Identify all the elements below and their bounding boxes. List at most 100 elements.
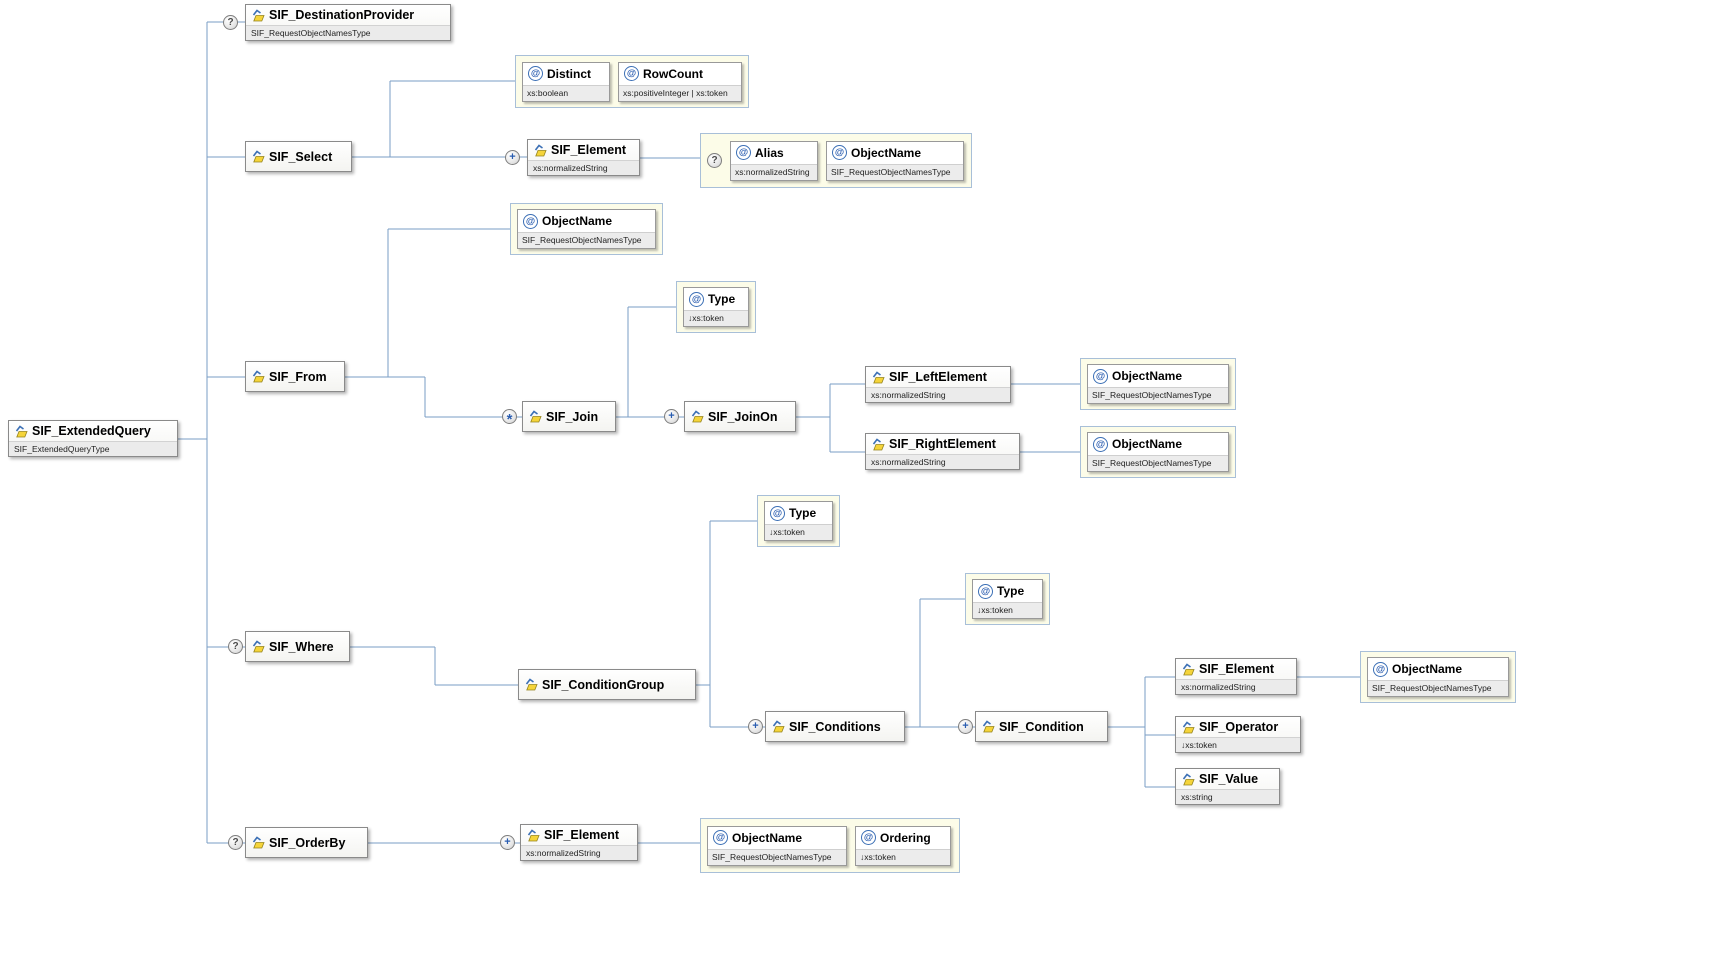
attribute-header: @ RowCount xyxy=(619,63,741,85)
attribute-header: @ Ordering xyxy=(856,827,950,849)
attribute-group-orderby-element: @ ObjectName SIF_RequestObjectNamesType … xyxy=(700,818,960,873)
attribute-name: Alias xyxy=(755,145,784,160)
attribute-type: xs:normalizedString xyxy=(731,163,817,180)
element-icon xyxy=(1182,721,1195,734)
occurrence-symbol: + xyxy=(962,720,969,732)
element-sif-leftelement[interactable]: SIF_LeftElement xs:normalizedString xyxy=(865,366,1011,403)
attribute-name: Type xyxy=(789,506,817,520)
attribute-group-condition-element: @ ObjectName SIF_RequestObjectNamesType xyxy=(1360,651,1516,703)
attribute-objectname[interactable]: @ ObjectName SIF_RequestObjectNamesType xyxy=(1367,657,1509,697)
attribute-name: ObjectName xyxy=(1392,662,1463,676)
element-name: SIF_Condition xyxy=(999,719,1084,734)
element-sif-joinon[interactable]: SIF_JoinOn xyxy=(684,401,796,432)
attribute-group-rightelement: @ ObjectName SIF_RequestObjectNamesType xyxy=(1080,426,1236,478)
element-sif-element-select[interactable]: SIF_Element xs:normalizedString xyxy=(527,139,640,176)
occurrence-optional-icon: ? xyxy=(228,835,243,850)
attribute-icon: @ xyxy=(1373,661,1388,677)
element-sif-orderby[interactable]: SIF_OrderBy xyxy=(245,827,368,858)
element-header: SIF_OrderBy xyxy=(246,828,367,857)
attribute-header: @ Type xyxy=(765,502,832,524)
element-header: SIF_Operator xyxy=(1176,717,1300,737)
element-header: SIF_Value xyxy=(1176,769,1279,789)
element-sif-conditiongroup[interactable]: SIF_ConditionGroup xyxy=(518,669,696,700)
attribute-name: Ordering xyxy=(880,830,931,845)
element-sif-select[interactable]: SIF_Select xyxy=(245,141,352,172)
element-icon xyxy=(527,829,540,842)
element-sif-extendedquery[interactable]: SIF_ExtendedQuery SIF_ExtendedQueryType xyxy=(8,420,178,457)
attribute-type-box[interactable]: @ Type ↓xs:token xyxy=(972,579,1043,619)
element-sif-condition[interactable]: SIF_Condition xyxy=(975,711,1108,742)
element-header: SIF_Element xyxy=(1176,659,1296,679)
attribute-type-box[interactable]: @ Type ↓xs:token xyxy=(764,501,833,541)
element-icon xyxy=(252,150,265,163)
occurrence-symbol: ? xyxy=(232,641,239,652)
element-header: SIF_LeftElement xyxy=(866,367,1010,387)
attribute-icon: @ xyxy=(861,830,876,845)
attribute-ordering[interactable]: @ Ordering ↓xs:token xyxy=(855,825,951,866)
attribute-type: SIF_RequestObjectNamesType xyxy=(708,848,846,865)
occurrence-one-or-more-icon: + xyxy=(748,719,763,734)
attribute-type: ↓xs:token xyxy=(973,602,1042,618)
attribute-type-box[interactable]: @ Type ↓xs:token xyxy=(683,287,749,327)
element-sif-value[interactable]: SIF_Value xs:string xyxy=(1175,768,1280,805)
element-name: SIF_JoinOn xyxy=(708,409,778,424)
element-name: SIF_Join xyxy=(546,409,599,424)
element-sif-destinationprovider[interactable]: SIF_DestinationProvider SIF_RequestObjec… xyxy=(245,4,451,41)
element-name: SIF_ExtendedQuery xyxy=(32,424,151,438)
element-name: SIF_Where xyxy=(269,639,334,654)
element-icon xyxy=(872,438,885,451)
occurrence-one-or-more-icon: + xyxy=(505,150,520,165)
attribute-group-select-element: ? @ Alias xs:normalizedString @ ObjectNa… xyxy=(700,133,972,188)
attribute-objectname[interactable]: @ ObjectName SIF_RequestObjectNamesType xyxy=(517,209,656,249)
element-sif-rightelement[interactable]: SIF_RightElement xs:normalizedString xyxy=(865,433,1020,470)
element-type: ↓xs:token xyxy=(1176,737,1300,752)
element-name: SIF_Element xyxy=(1199,662,1275,676)
attribute-alias[interactable]: @ Alias xs:normalizedString xyxy=(730,140,818,181)
attribute-group-conditions: @ Type ↓xs:token xyxy=(965,573,1050,625)
element-type: xs:normalizedString xyxy=(528,160,639,175)
element-sif-from[interactable]: SIF_From xyxy=(245,361,345,392)
attribute-type: ↓xs:token xyxy=(765,524,832,540)
element-sif-where[interactable]: SIF_Where xyxy=(245,631,350,662)
attribute-objectname[interactable]: @ ObjectName SIF_RequestObjectNamesType xyxy=(826,140,964,181)
attribute-rowcount[interactable]: @ RowCount xs:positiveInteger | xs:token xyxy=(618,61,742,102)
attribute-header: @ ObjectName xyxy=(708,827,846,849)
occurrence-symbol: ? xyxy=(227,17,234,28)
occurrence-symbol: * xyxy=(506,410,513,428)
element-type: xs:normalizedString xyxy=(866,387,1010,402)
attribute-header: @ Type xyxy=(684,288,748,310)
element-header: SIF_ConditionGroup xyxy=(519,670,695,699)
element-header: SIF_Condition xyxy=(976,712,1107,741)
attribute-header: @ Distinct xyxy=(523,63,609,85)
attribute-objectname[interactable]: @ ObjectName SIF_RequestObjectNamesType xyxy=(1087,432,1229,472)
attribute-name: ObjectName xyxy=(732,830,803,845)
element-icon xyxy=(15,425,28,438)
element-icon xyxy=(529,410,542,423)
attribute-name: Type xyxy=(997,584,1025,598)
attribute-group-join: @ Type ↓xs:token xyxy=(676,281,756,333)
attribute-icon: @ xyxy=(736,145,751,160)
element-sif-conditions[interactable]: SIF_Conditions xyxy=(765,711,905,742)
element-icon xyxy=(1182,773,1195,786)
attribute-icon: @ xyxy=(713,830,728,845)
occurrence-one-or-more-icon: + xyxy=(500,835,515,850)
attribute-objectname[interactable]: @ ObjectName SIF_RequestObjectNamesType xyxy=(1087,364,1229,404)
attribute-distinct[interactable]: @ Distinct xs:boolean xyxy=(522,61,610,102)
attribute-group-conditiongroup: @ Type ↓xs:token xyxy=(757,495,840,547)
element-name: SIF_Operator xyxy=(1199,720,1279,734)
attribute-icon: @ xyxy=(978,583,993,599)
element-icon xyxy=(691,410,704,423)
element-icon xyxy=(1182,663,1195,676)
attribute-header: @ Alias xyxy=(731,142,817,164)
occurrence-one-or-more-icon: + xyxy=(958,719,973,734)
element-sif-element-orderby[interactable]: SIF_Element xs:normalizedString xyxy=(520,824,638,861)
attribute-type: SIF_RequestObjectNamesType xyxy=(1368,680,1508,696)
attribute-objectname[interactable]: @ ObjectName SIF_RequestObjectNamesType xyxy=(707,825,847,866)
element-icon xyxy=(252,640,265,653)
attribute-icon: @ xyxy=(624,66,639,81)
element-sif-operator[interactable]: SIF_Operator ↓xs:token xyxy=(1175,716,1301,753)
occurrence-one-or-more-icon: + xyxy=(664,409,679,424)
element-sif-join[interactable]: SIF_Join xyxy=(522,401,616,432)
element-sif-element-condition[interactable]: SIF_Element xs:normalizedString xyxy=(1175,658,1297,695)
